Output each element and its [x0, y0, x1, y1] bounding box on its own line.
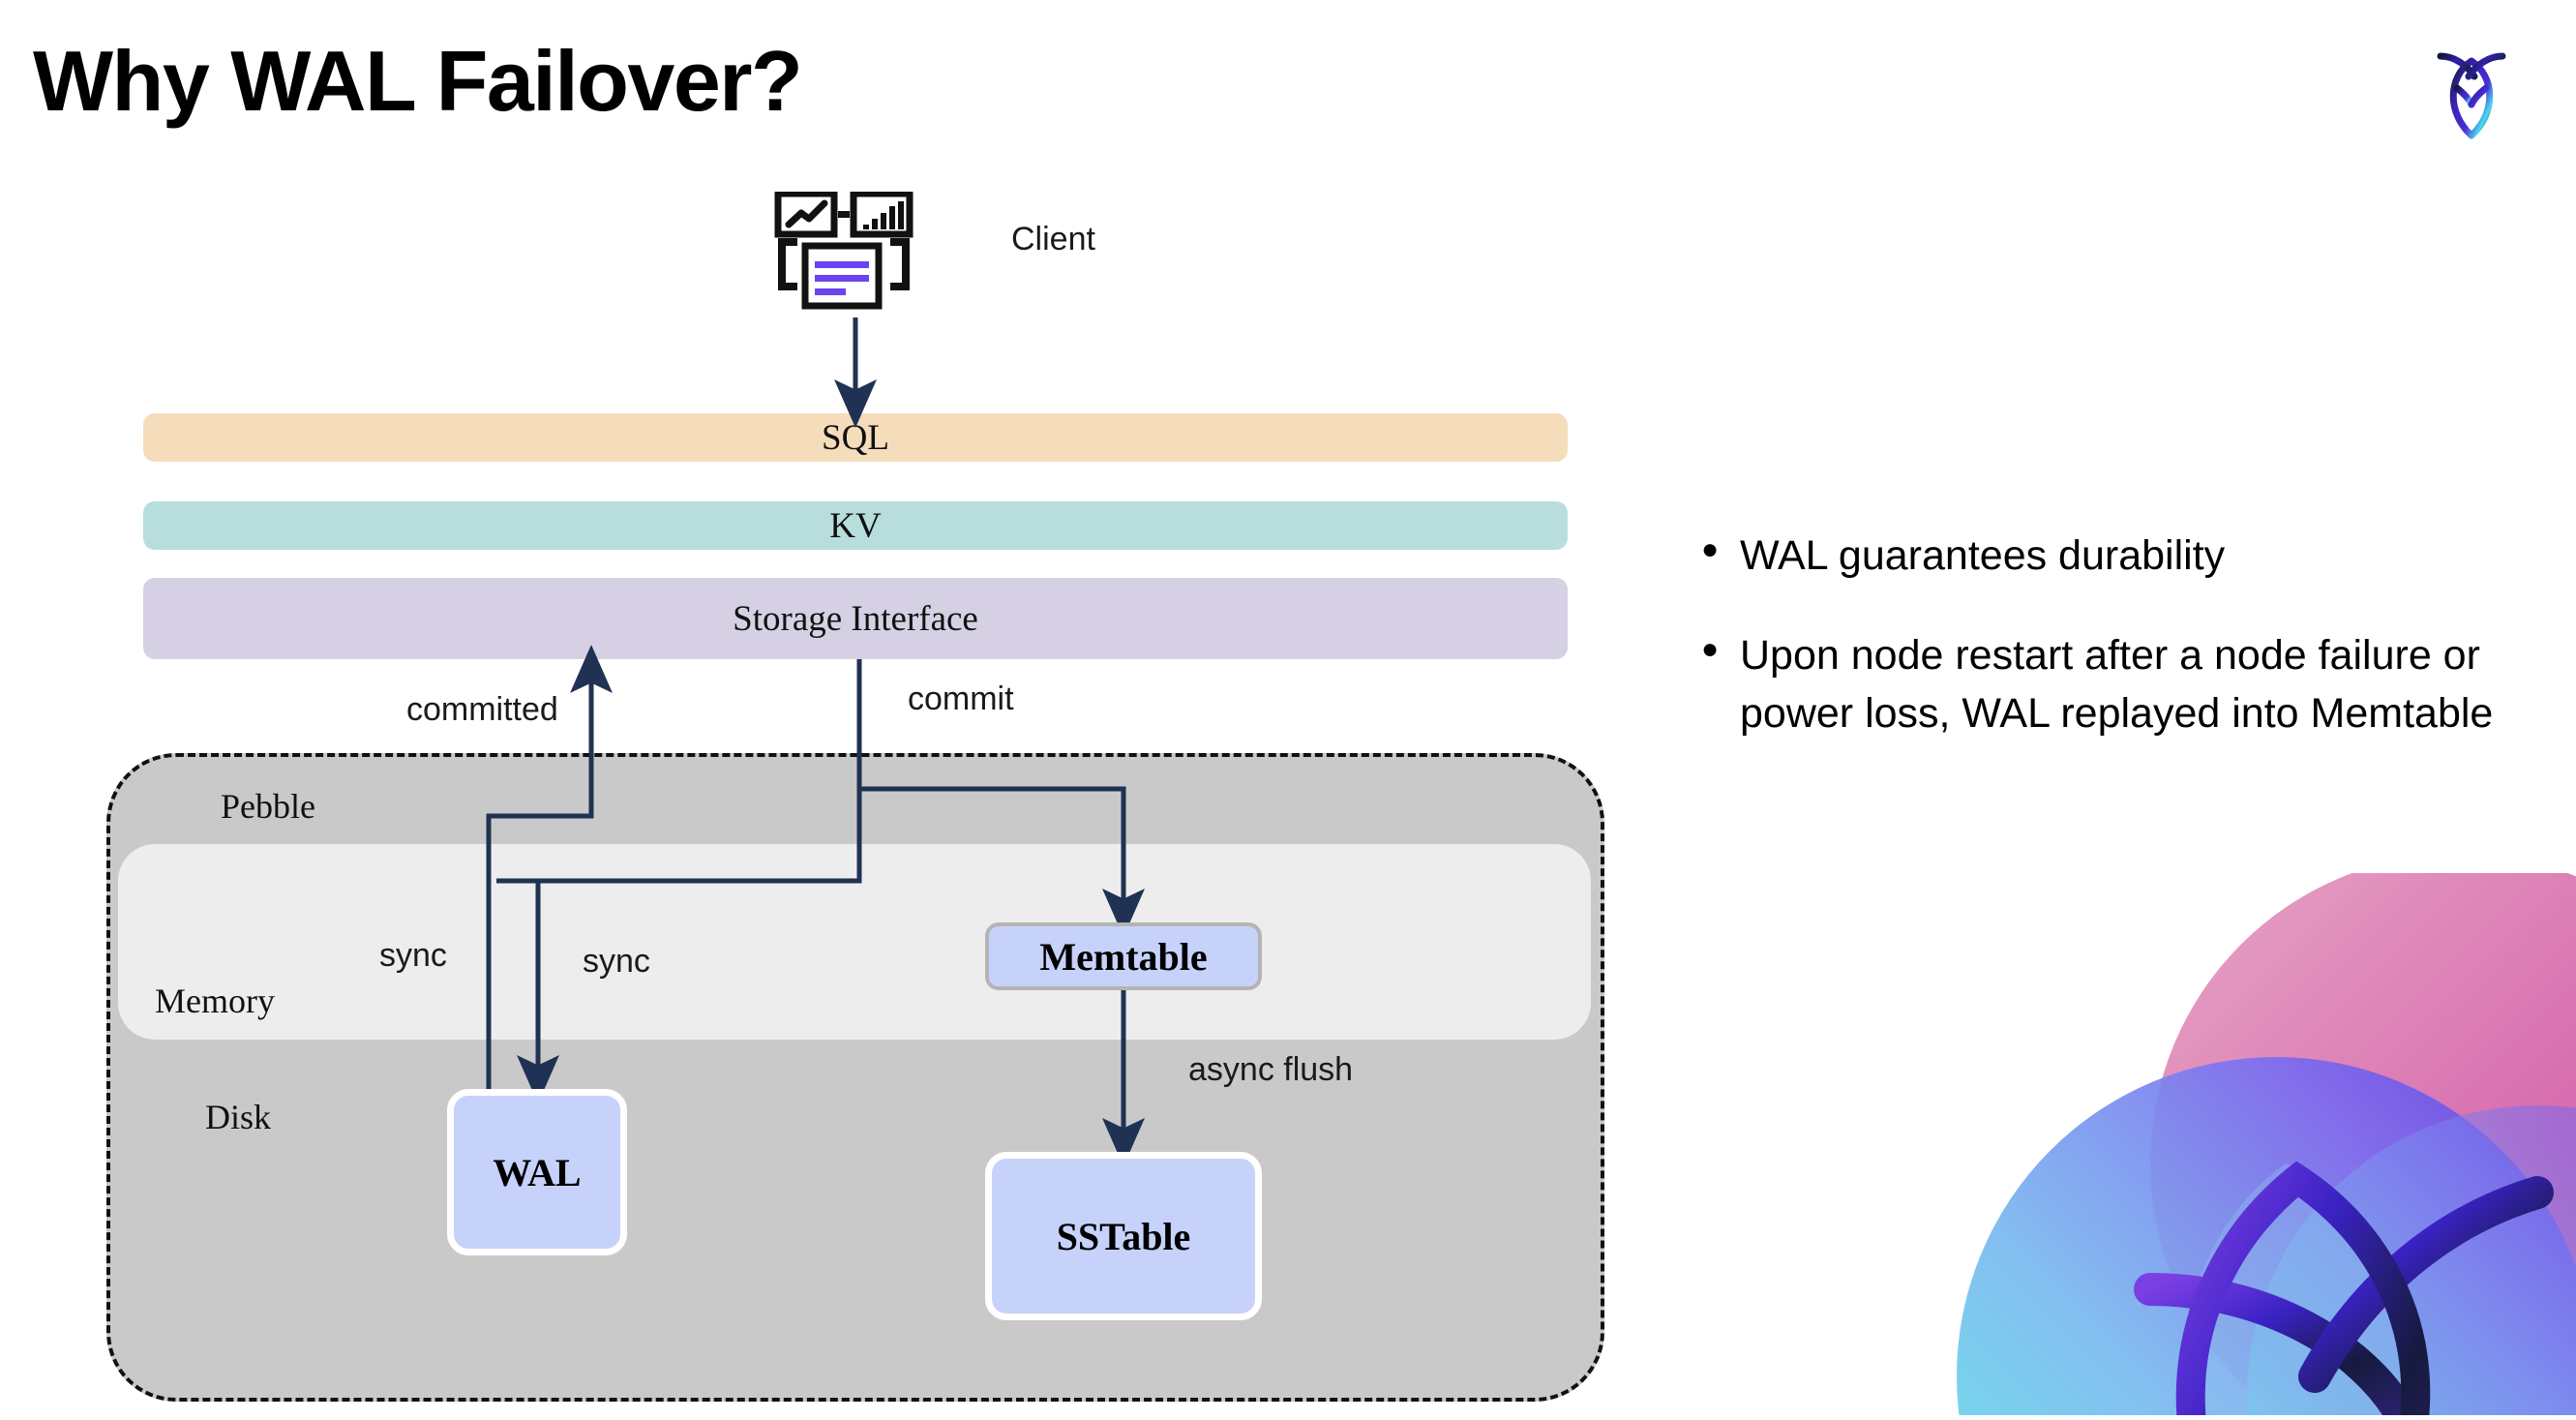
client-label: Client: [1011, 221, 1095, 257]
page-title: Why WAL Failover?: [33, 33, 803, 129]
memory-label: Memory: [155, 982, 275, 1020]
layer-bar-sql: SQL: [143, 413, 1568, 462]
client-monitor-icon: [774, 190, 929, 317]
node-memtable: Memtable: [985, 922, 1262, 990]
edge-label-sync-left: sync: [379, 937, 447, 974]
layer-bar-storage-interface: Storage Interface: [143, 578, 1568, 659]
node-wal-label: WAL: [493, 1150, 582, 1194]
layer-bar-kv-label: KV: [829, 505, 882, 546]
layer-bar-kv: KV: [143, 501, 1568, 550]
bullet-marker-icon: ●: [1701, 533, 1720, 565]
architecture-diagram: Client SQL KV Storage Interface Pebble M…: [106, 190, 1604, 1402]
node-sstable: SSTable: [985, 1152, 1262, 1320]
memory-zone: [118, 844, 1591, 1040]
cockroach-labs-logo: [2413, 31, 2530, 147]
node-memtable-label: Memtable: [1039, 934, 1208, 979]
bullet-list: ● WAL guarantees durability ● Upon node …: [1701, 528, 2495, 785]
list-item: ● Upon node restart after a node failure…: [1701, 627, 2495, 742]
bullet-text: Upon node restart after a node failure o…: [1740, 632, 2494, 737]
list-item: ● WAL guarantees durability: [1701, 528, 2495, 585]
layer-bar-storage-label: Storage Interface: [733, 598, 978, 639]
disk-label: Disk: [205, 1098, 272, 1136]
layer-bar-sql-label: SQL: [822, 417, 889, 458]
bullet-text: WAL guarantees durability: [1740, 532, 2226, 579]
edge-label-commit: commit: [908, 680, 1014, 717]
edge-label-async-flush: async flush: [1188, 1051, 1354, 1088]
decorative-logo-graphic: [1860, 873, 2576, 1415]
node-wal: WAL: [447, 1089, 627, 1255]
edge-label-committed: committed: [406, 691, 558, 728]
node-sstable-label: SSTable: [1056, 1214, 1191, 1258]
edge-label-sync-right: sync: [583, 943, 650, 980]
bullet-marker-icon: ●: [1701, 633, 1720, 666]
pebble-label: Pebble: [221, 787, 315, 826]
